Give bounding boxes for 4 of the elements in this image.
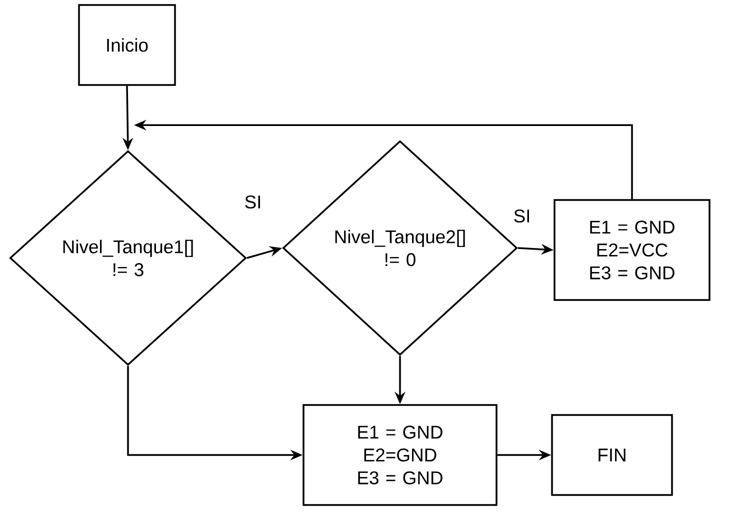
process-box: Inicio (78, 4, 176, 86)
process-box: FIN (551, 414, 673, 496)
process-box: E1 = GND E2=GND E3 = GND (302, 404, 498, 506)
process-box: E1 = GND E2=VCC E3 = GND (554, 199, 710, 301)
